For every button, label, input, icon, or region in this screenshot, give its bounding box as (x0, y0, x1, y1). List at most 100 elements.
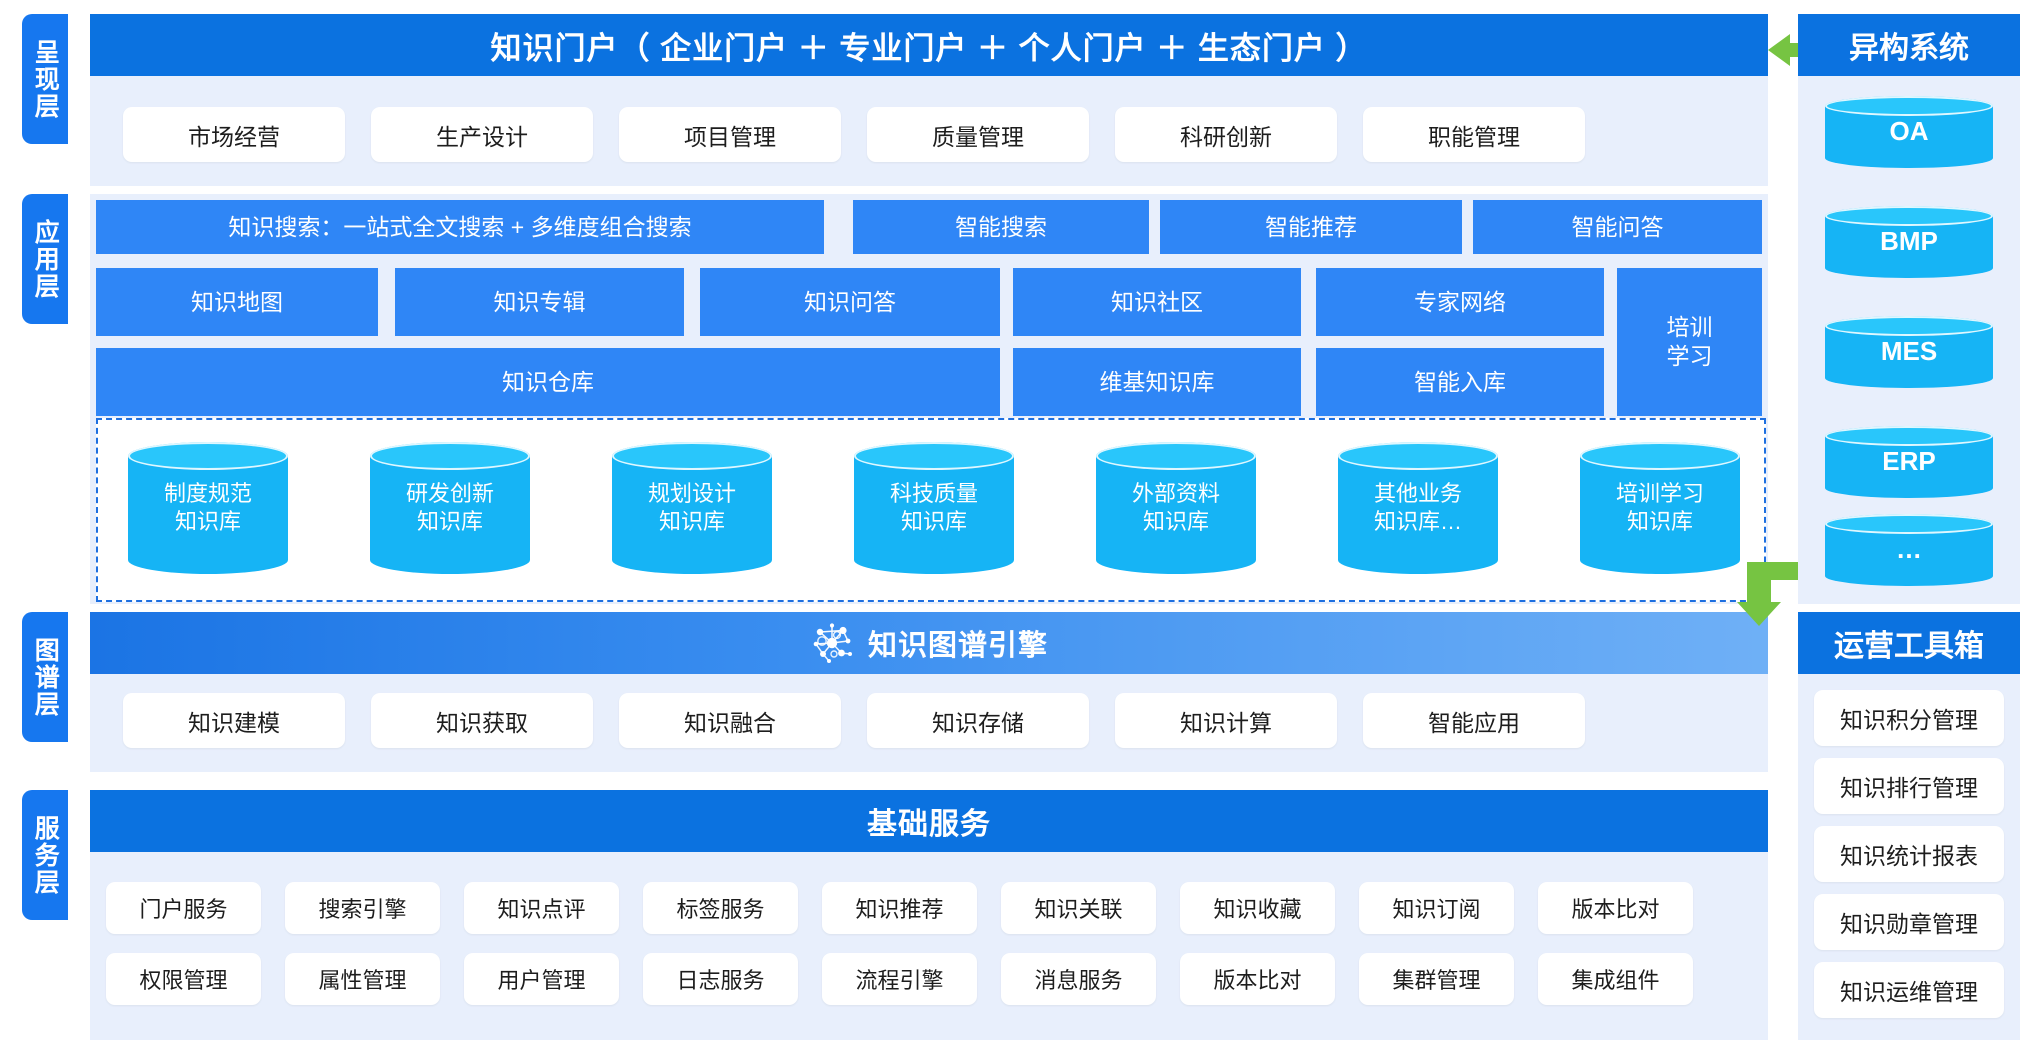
cylinder-label: 规划设计 知识库 (612, 442, 772, 574)
application-chip-knowledge-album[interactable]: 知识专辑 (395, 268, 684, 336)
cylinder-bottom (128, 546, 288, 574)
service-chip[interactable]: 属性管理 (285, 953, 440, 1005)
application-chip-expert-network[interactable]: 专家网络 (1316, 268, 1604, 336)
presentation-chip[interactable]: 项目管理 (619, 107, 841, 162)
repository-cylinder[interactable]: 科技质量 知识库 (854, 442, 1014, 574)
system-cylinder-mes[interactable]: MES (1825, 316, 1993, 388)
repo-line2: 知识库 (416, 509, 483, 534)
service-chip[interactable]: 消息服务 (1001, 953, 1156, 1005)
presentation-chip[interactable]: 生产设计 (371, 107, 593, 162)
layer-tab-service: 服务层 (22, 790, 68, 920)
system-cylinder-bmp[interactable]: BMP (1825, 206, 1993, 278)
cylinder-rim (1825, 206, 1993, 226)
service-chip[interactable]: 集群管理 (1359, 953, 1514, 1005)
presentation-chip[interactable]: 质量管理 (867, 107, 1089, 162)
toolbox-item[interactable]: 知识勋章管理 (1814, 894, 2004, 950)
application-chip-smart-recommend[interactable]: 智能推荐 (1160, 200, 1462, 254)
cylinder-body (1338, 456, 1498, 560)
knowledge-graph-engine-title: 知识图谱引擎 (867, 630, 1048, 662)
cylinder-rim (1825, 426, 1993, 446)
toolbox-item[interactable]: 知识统计报表 (1814, 826, 2004, 882)
toolbox-item[interactable]: 知识运维管理 (1814, 962, 2004, 1018)
knowledge-portal-header: 知识门户（ 企业门户 ＋ 专业门户 ＋ 个人门户 ＋ 生态门户 ） (90, 14, 1768, 76)
graph-chip[interactable]: 知识获取 (371, 693, 593, 748)
service-chip[interactable]: 用户管理 (464, 953, 619, 1005)
application-chip-knowledge-warehouse[interactable]: 知识仓库 (96, 348, 1000, 416)
repository-cylinder[interactable]: 其他业务 知识库… (1338, 442, 1498, 574)
heterogeneous-systems-header: 异构系统 (1798, 14, 2020, 76)
layer-tab-graph-label: 图谱层 (31, 636, 60, 718)
repo-line1: 科技质量 (889, 480, 978, 506)
system-cylinder-oa[interactable]: OA (1825, 96, 1993, 168)
cylinder-rim (1825, 316, 1993, 336)
cylinder-bottom (1338, 546, 1498, 574)
graph-chip[interactable]: 智能应用 (1363, 693, 1585, 748)
application-chip-smart-ingest[interactable]: 智能入库 (1316, 348, 1604, 416)
cylinder-label: 科技质量 知识库 (854, 442, 1014, 574)
repository-cylinder[interactable]: 制度规范 知识库 (128, 442, 288, 574)
layer-tab-application-label: 应用层 (31, 218, 60, 300)
presentation-chip[interactable]: 职能管理 (1363, 107, 1585, 162)
presentation-chip[interactable]: 市场经营 (123, 107, 345, 162)
system-cylinder-more[interactable]: … (1825, 514, 1993, 586)
application-chip-wiki-kb[interactable]: 维基知识库 (1013, 348, 1301, 416)
cylinder-label: 外部资料 知识库 (1096, 442, 1256, 574)
toolbox-item[interactable]: 知识排行管理 (1814, 758, 2004, 814)
repo-line1: 培训学习 (1615, 480, 1704, 506)
cylinder-bottom (1825, 566, 1993, 586)
system-cylinder-erp[interactable]: ERP (1825, 426, 1993, 498)
service-chip[interactable]: 搜索引擎 (285, 882, 440, 934)
service-chip[interactable]: 知识推荐 (822, 882, 977, 934)
application-chip-training-study[interactable]: 培训 学习 (1617, 268, 1762, 416)
service-chip[interactable]: 门户服务 (106, 882, 261, 934)
service-chip[interactable]: 流程引擎 (822, 953, 977, 1005)
cylinder-rim (1825, 96, 1993, 116)
cylinder-label: 研发创新 知识库 (370, 442, 530, 574)
cylinder-bottom (1580, 546, 1740, 574)
application-chip-smart-qa[interactable]: 智能问答 (1473, 200, 1762, 254)
service-chip[interactable]: 标签服务 (643, 882, 798, 934)
repository-cylinder[interactable]: 外部资料 知识库 (1096, 442, 1256, 574)
application-chip-knowledge-map[interactable]: 知识地图 (96, 268, 378, 336)
service-chip[interactable]: 权限管理 (106, 953, 261, 1005)
cylinder-label: … (1896, 534, 1922, 565)
repository-cylinder[interactable]: 规划设计 知识库 (612, 442, 772, 574)
service-chip[interactable]: 版本比对 (1180, 953, 1335, 1005)
service-chip[interactable]: 知识订阅 (1359, 882, 1514, 934)
application-chip-knowledge-search[interactable]: 知识搜索：一站式全文搜索 + 多维度组合搜索 (96, 200, 824, 254)
cylinder-bottom (370, 546, 530, 574)
cylinder-rim (1825, 514, 1993, 534)
repo-line1: 制度规范 (163, 480, 252, 506)
cylinder-label: OA (1889, 116, 1929, 147)
repository-cylinder[interactable]: 培训学习 知识库 (1580, 442, 1740, 574)
repository-cylinder[interactable]: 研发创新 知识库 (370, 442, 530, 574)
cylinder-body (854, 456, 1014, 560)
service-chip[interactable]: 集成组件 (1538, 953, 1693, 1005)
cylinder-label: 培训学习 知识库 (1580, 442, 1740, 574)
application-chip-smart-search[interactable]: 智能搜索 (853, 200, 1149, 254)
cylinder-rim (370, 442, 530, 470)
cylinder-label: BMP (1880, 226, 1938, 257)
service-chip[interactable]: 版本比对 (1538, 882, 1693, 934)
cylinder-label: 制度规范 知识库 (128, 442, 288, 574)
service-chip[interactable]: 知识点评 (464, 882, 619, 934)
graph-chip[interactable]: 知识计算 (1115, 693, 1337, 748)
basic-services-header: 基础服务 (90, 790, 1768, 852)
application-chip-knowledge-qa[interactable]: 知识问答 (700, 268, 1000, 336)
cylinder-bottom (854, 546, 1014, 574)
knowledge-graph-icon (810, 621, 854, 665)
graph-chip[interactable]: 知识建模 (123, 693, 345, 748)
presentation-chip[interactable]: 科研创新 (1115, 107, 1337, 162)
service-chip[interactable]: 日志服务 (643, 953, 798, 1005)
training-line1: 培训 (1666, 314, 1713, 341)
graph-chip[interactable]: 知识存储 (867, 693, 1089, 748)
layer-tab-application: 应用层 (22, 194, 68, 324)
application-chip-knowledge-community[interactable]: 知识社区 (1013, 268, 1301, 336)
service-chip[interactable]: 知识收藏 (1180, 882, 1335, 934)
graph-chip[interactable]: 知识融合 (619, 693, 841, 748)
toolbox-item[interactable]: 知识积分管理 (1814, 690, 2004, 746)
cylinder-body (370, 456, 530, 560)
service-chip[interactable]: 知识关联 (1001, 882, 1156, 934)
cylinder-bottom (1825, 478, 1993, 498)
layer-tab-service-label: 服务层 (31, 814, 60, 896)
